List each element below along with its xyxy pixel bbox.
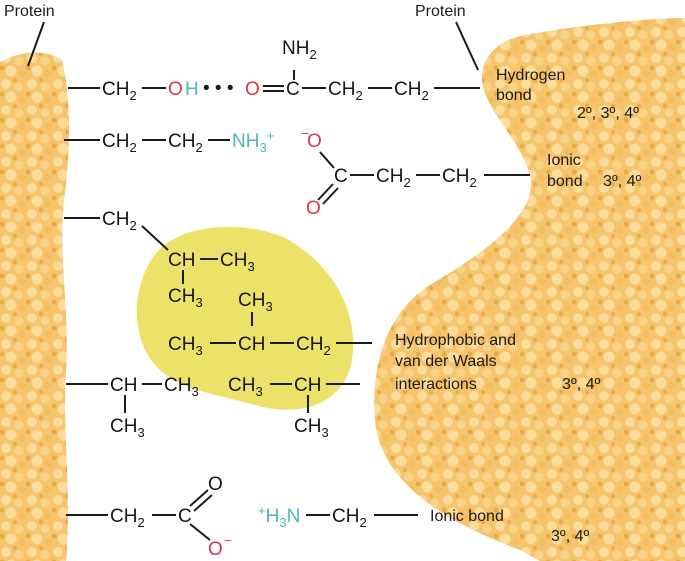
svg-text:O: O [307, 131, 322, 152]
svg-text:NH3+: NH3+ [232, 128, 274, 155]
left-protein-surface [0, 52, 69, 561]
protein-right-leader [455, 21, 479, 71]
ionic-bond-2-structure: CH2 C O O − +H3N CH2 [66, 474, 418, 560]
svg-text:C: C [178, 506, 192, 527]
svg-text:C: C [286, 79, 300, 100]
svg-text:CH: CH [238, 334, 265, 355]
protein-left-leader [27, 21, 45, 67]
svg-text:⁻: ⁻ [300, 127, 310, 148]
right-protein-surface [374, 18, 685, 561]
svg-text:CH: CH [294, 375, 321, 396]
protein-left-label: Protein [4, 3, 55, 20]
hydrogen-bond-label-line1: Hydrogen [496, 67, 565, 84]
hydrophobic-chains-structure: CH2 CH CH3 CH3 CH3 CH3 CH CH2 CH CH3 CH3… [64, 209, 372, 440]
svg-text:O: O [168, 79, 183, 100]
hydrophobic-region [136, 226, 354, 410]
hydrophobic-label-line2: van der Waals [395, 353, 497, 370]
svg-text:CH2: CH2 [168, 131, 203, 155]
svg-text:CH2: CH2 [328, 79, 363, 103]
ionic-bond-2-levels: 3º, 4º [551, 528, 590, 545]
hydrogen-bond-label-line2: bond [496, 87, 532, 104]
svg-text:CH2: CH2 [332, 506, 367, 530]
svg-text:O: O [208, 474, 223, 495]
hydrogen-bond-levels: 2º, 3º, 4º [577, 105, 639, 122]
svg-text:O: O [245, 79, 260, 100]
svg-text:C: C [334, 166, 348, 187]
svg-text:CH2: CH2 [110, 506, 145, 530]
svg-text:O: O [306, 198, 321, 219]
hydrophobic-label-line1: Hydrophobic and [395, 332, 516, 349]
svg-text:−: − [224, 533, 232, 548]
hydrogen-bond-structure: CH2 O H • • • O C NH2 CH2 CH2 [68, 38, 480, 103]
svg-text:H: H [185, 79, 199, 100]
svg-text:CH2: CH2 [376, 166, 411, 190]
hydrophobic-levels: 3º, 4º [562, 376, 601, 393]
ionic-bond-2-label: Ionic bond [430, 508, 504, 525]
svg-text:CH2: CH2 [102, 131, 137, 155]
svg-text:CH3: CH3 [294, 416, 329, 440]
ionic-bond-1-levels: 3º, 4º [603, 173, 642, 190]
ionic-bond-1-label-line2: bond [547, 173, 583, 190]
svg-text:CH3: CH3 [110, 416, 145, 440]
svg-text:CH2: CH2 [442, 166, 477, 190]
svg-text:CH2: CH2 [102, 209, 137, 233]
svg-text:O: O [208, 539, 223, 560]
svg-text:CH2: CH2 [102, 79, 137, 103]
svg-text:CH: CH [168, 250, 195, 271]
svg-text:+H3N: +H3N [258, 503, 300, 530]
ionic-bond-1-label-line1: Ionic [547, 152, 581, 169]
hydrophobic-label-line3: interactions [395, 376, 477, 393]
protein-right-label: Protein [415, 3, 466, 20]
svg-text:NH2: NH2 [282, 38, 317, 62]
svg-text:• • •: • • • [203, 78, 234, 99]
svg-text:CH3: CH3 [168, 334, 203, 358]
svg-text:CH: CH [110, 375, 137, 396]
ionic-bond-1-structure: CH2 CH2 NH3+ ⁻ O C O CH2 CH2 [64, 127, 530, 219]
svg-text:CH2: CH2 [394, 79, 429, 103]
